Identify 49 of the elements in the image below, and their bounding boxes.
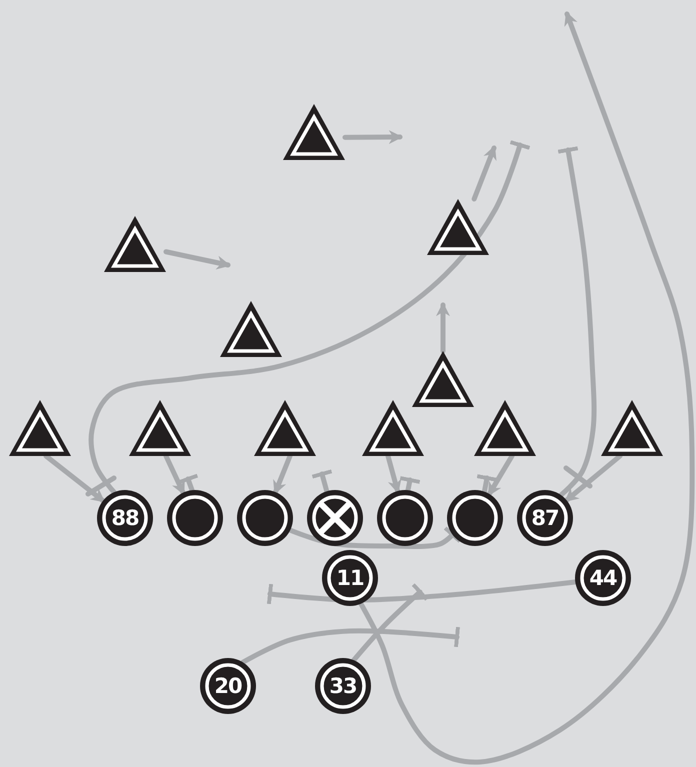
player-circle <box>377 490 433 546</box>
block-route <box>351 583 428 663</box>
route-arrow <box>436 302 450 354</box>
player-number: 87 <box>530 505 560 532</box>
defender-triangle <box>9 400 71 456</box>
route-arrow <box>164 249 231 270</box>
player-circle <box>315 658 371 714</box>
player-number: 20 <box>213 673 243 700</box>
route-arrow <box>386 454 402 494</box>
player-circle <box>97 490 153 546</box>
route-arrow <box>342 130 403 144</box>
defender-triangle <box>427 199 489 255</box>
block-route <box>178 474 198 493</box>
defender-triangle <box>412 351 474 407</box>
block-route <box>400 476 420 493</box>
player-circle <box>322 550 378 606</box>
player-number: 88 <box>110 505 140 532</box>
route-arrow <box>358 11 695 765</box>
block-route <box>266 579 578 604</box>
player-number: 11 <box>335 565 365 592</box>
route-arrow <box>272 454 292 495</box>
block-route <box>288 526 462 549</box>
defender-triangle <box>601 400 663 456</box>
defender-triangle <box>220 301 282 357</box>
route-arrow <box>44 454 106 504</box>
defender-triangle <box>362 400 424 456</box>
defender-triangle <box>254 400 316 456</box>
block-route <box>476 474 498 494</box>
defender-triangle <box>104 216 166 272</box>
block-route <box>86 140 530 496</box>
player-circle <box>575 550 631 606</box>
defender-triangle <box>129 400 191 456</box>
block-route <box>312 469 332 494</box>
player-circle <box>200 658 256 714</box>
defender-triangle <box>474 400 536 456</box>
route-arrow <box>486 454 514 496</box>
player-circle <box>237 490 293 546</box>
block-route <box>240 626 460 665</box>
player-number: 44 <box>588 565 618 592</box>
defender-triangle <box>283 104 345 160</box>
route-arrow <box>564 454 622 503</box>
player-circle <box>517 490 573 546</box>
route-arrow <box>472 145 496 202</box>
player-number: 33 <box>328 673 358 700</box>
center-circle <box>307 490 363 546</box>
block-route <box>558 146 597 498</box>
route-arrow <box>164 454 186 496</box>
player-circle <box>447 490 503 546</box>
player-circle <box>167 490 223 546</box>
